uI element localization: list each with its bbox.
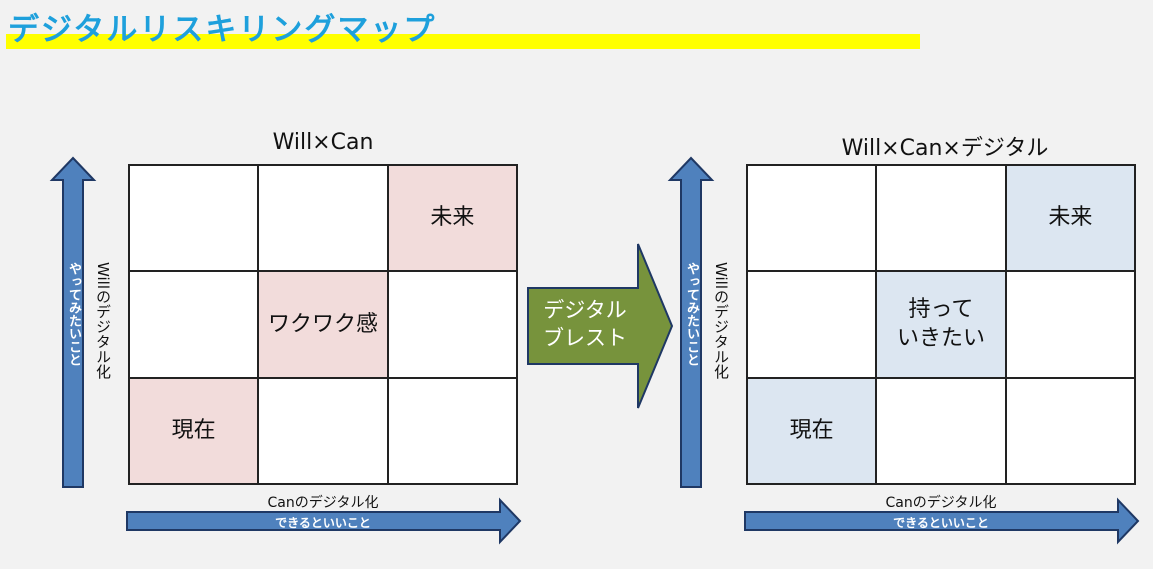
right-matrix: 未来 持って いきたい 現在 — [746, 164, 1136, 485]
left-cell-bottom-left: 現在 — [129, 377, 259, 484]
right-cell-top-center — [876, 165, 1006, 272]
page-title: デジタルリスキリングマップ — [8, 12, 437, 48]
left-cell-top-right: 未来 — [387, 165, 517, 272]
right-x-axis-arrow-text: できるといいこと — [893, 516, 989, 530]
right-y-axis-arrow — [667, 156, 715, 488]
right-cell-middle-center: 持って いきたい — [876, 271, 1006, 378]
center-green-arrow — [527, 243, 674, 409]
right-cell-middle-left — [747, 271, 877, 378]
right-y-axis-arrow-text: やってみたいこと — [684, 262, 699, 366]
right-cell-bottom-center — [876, 377, 1006, 484]
center-arrow-label: デジタル ブレスト — [535, 296, 635, 353]
center-arrow-line1: デジタル — [543, 298, 627, 322]
right-cell-middle-right — [1005, 271, 1135, 378]
right-x-axis-arrow — [744, 497, 1140, 545]
title-highlight-bar — [6, 34, 920, 49]
left-cell-bottom-right — [387, 377, 517, 484]
left-y-axis-arrow — [49, 156, 97, 488]
left-x-axis-arrow — [126, 497, 522, 545]
left-x-axis-label: Canのデジタル化 — [267, 495, 379, 511]
left-cell-bottom-center — [258, 377, 388, 484]
right-cell-top-left — [747, 165, 877, 272]
left-y-axis-label: Willのデジタル化 — [94, 262, 112, 380]
left-cell-middle-left — [129, 271, 259, 378]
left-y-axis-arrow-text: やってみたいこと — [66, 262, 81, 366]
left-matrix: 未来 ワクワク感 現在 — [128, 164, 518, 485]
left-cell-middle-right — [387, 271, 517, 378]
left-panel-title: Will×Can — [272, 130, 374, 155]
right-cell-top-right: 未来 — [1005, 165, 1135, 272]
center-arrow-line2: ブレスト — [543, 326, 627, 351]
right-cell-bottom-right — [1005, 377, 1135, 484]
left-cell-top-left — [129, 165, 259, 272]
left-x-axis-arrow-text: できるといいこと — [275, 516, 371, 530]
right-cell-bottom-left: 現在 — [747, 377, 877, 484]
right-cell-middle-center-line1: 持って — [908, 296, 974, 322]
right-y-axis-label: Willのデジタル化 — [712, 262, 730, 380]
right-cell-middle-center-line2: いきたい — [896, 326, 985, 352]
left-cell-middle-center: ワクワク感 — [258, 271, 388, 378]
right-panel-title: Will×Can×デジタル — [841, 136, 1049, 161]
left-cell-top-center — [258, 165, 388, 272]
right-x-axis-label: Canのデジタル化 — [885, 495, 997, 511]
